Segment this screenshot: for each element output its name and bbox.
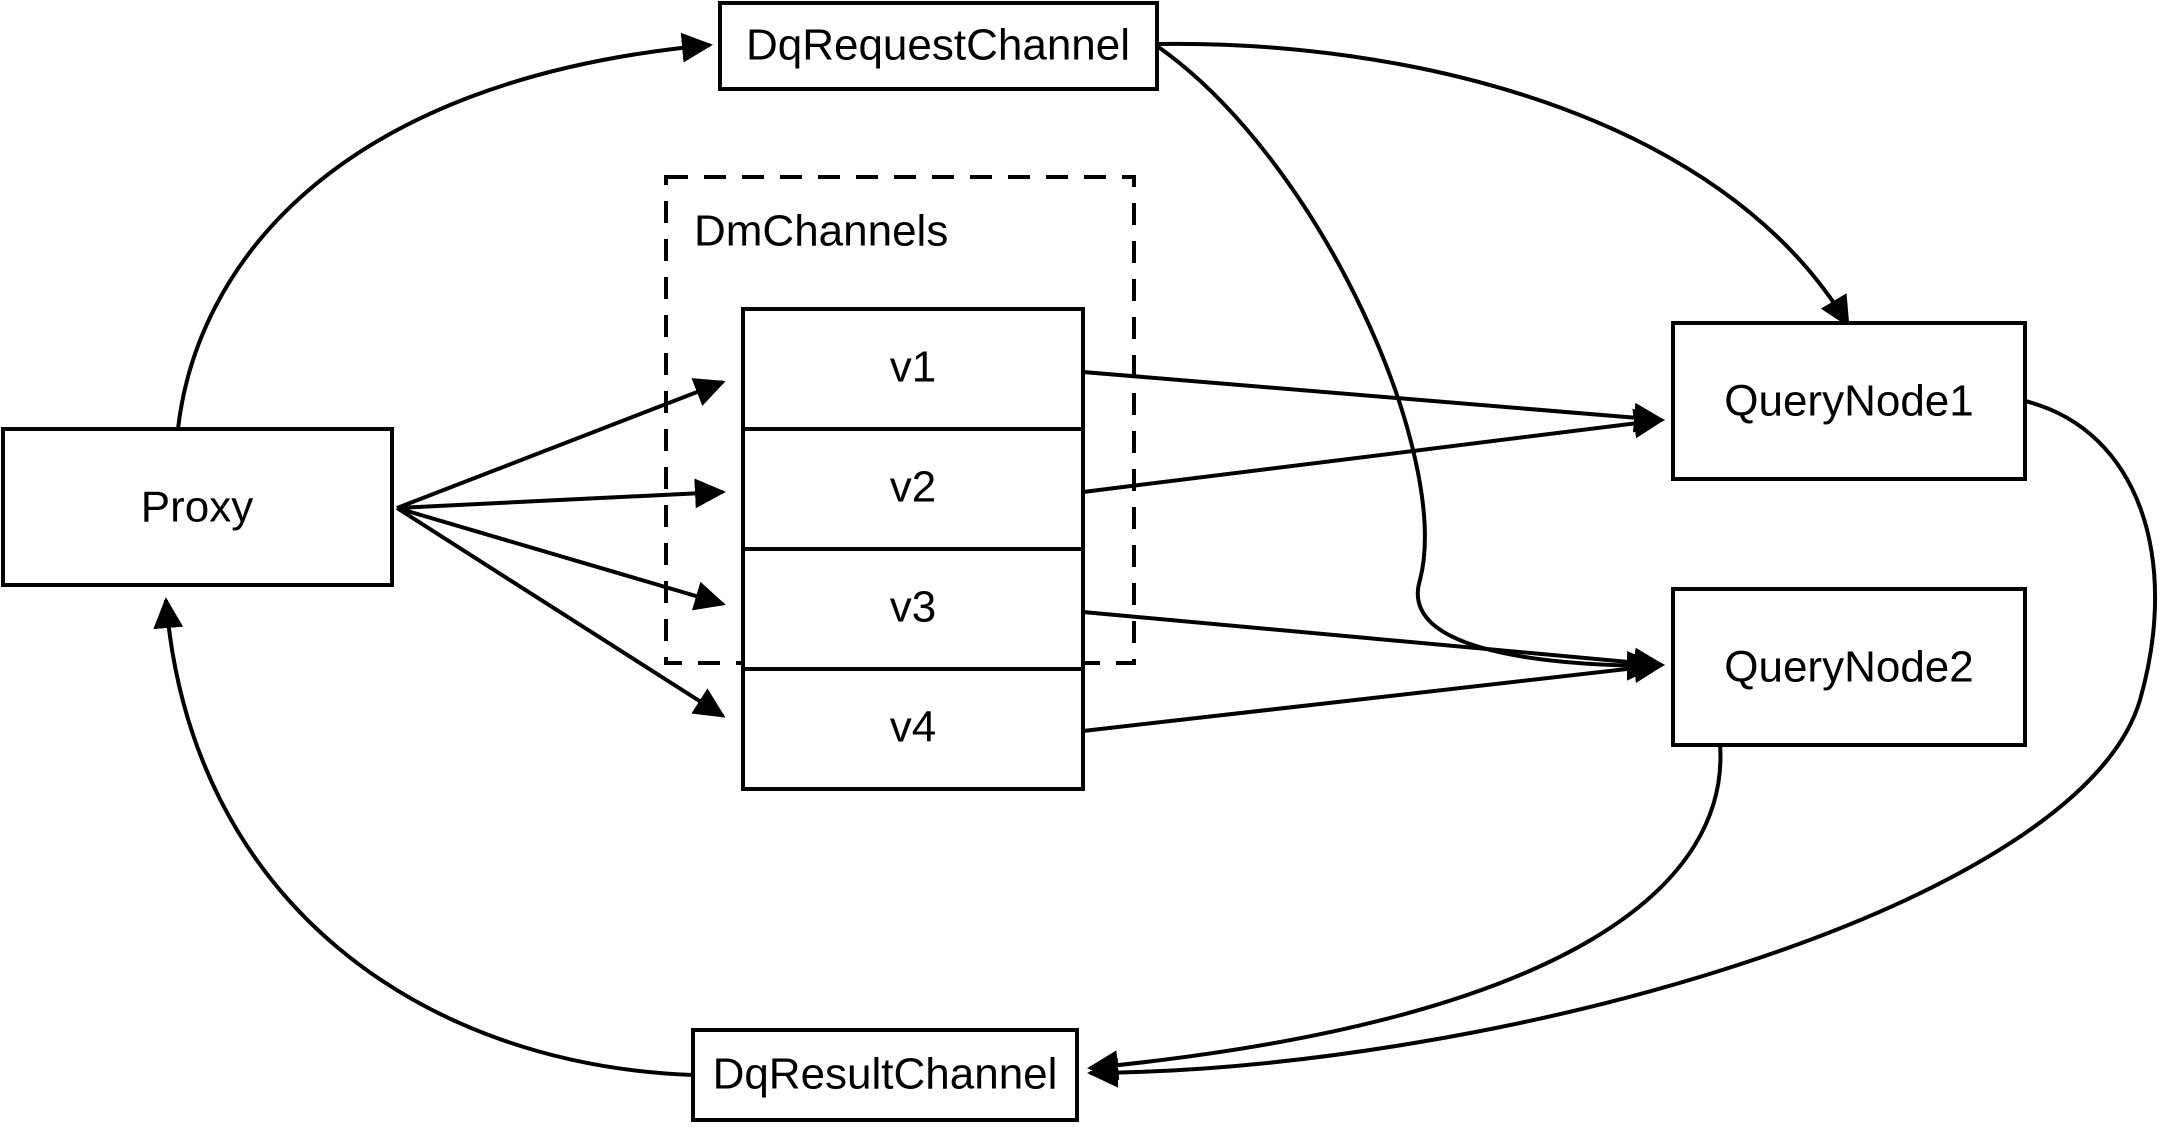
edge-v3-to-querynode2 [1082,610,1665,678]
node-querynode1-label: QueryNode1 [1724,377,1973,426]
node-dqrequestchannel-label: DqRequestChannel [746,21,1130,70]
edge-proxy-to-v2 [396,478,726,510]
dm-channel-row-v2[interactable]: v2 [890,463,936,512]
dmchannels-group: DmChannels [664,175,1136,665]
edge-proxy-to-v3 [396,506,726,611]
edge-v4-to-querynode2 [1082,653,1665,733]
node-querynode1[interactable]: QueryNode1 [1671,321,2027,481]
dmchannels-row-table: v1 v2 v3 v4 [741,307,1085,791]
edge-dqresultchannel-to-proxy [153,597,694,1077]
edge-dqrequestchannel-to-querynode2 [1155,44,1658,681]
edge-v1-to-querynode1 [1082,370,1665,433]
edge-querynode1-to-dqresultchannel [1087,399,2158,1088]
node-dqrequestchannel[interactable]: DqRequestChannel [718,1,1159,91]
node-dqresultchannel-box[interactable] [691,1028,1079,1122]
node-dqresultchannel[interactable]: DqResultChannel [691,1028,1079,1122]
dm-channel-row-v3[interactable]: v3 [890,583,936,632]
node-proxy-box[interactable] [1,427,394,587]
node-proxy-label: Proxy [141,483,253,532]
node-querynode2[interactable]: QueryNode2 [1671,587,2027,747]
edge-proxy-to-v1 [396,378,726,510]
edge-dqrequestchannel-to-querynode1 [1156,41,1850,328]
node-dqresultchannel-label: DqResultChannel [713,1050,1058,1099]
node-querynode1-box[interactable] [1671,321,2027,481]
node-dqrequestchannel-box[interactable] [718,1,1159,91]
edge-proxy-to-v4 [395,506,726,718]
dm-channel-row-v4[interactable]: v4 [890,703,936,752]
node-querynode2-box[interactable] [1671,587,2027,747]
node-proxy[interactable]: Proxy [1,427,394,587]
edge-proxy-to-dqrequestchannel [176,32,713,430]
node-querynode2-label: QueryNode2 [1724,643,1973,692]
edge-querynode2-to-dqresultchannel [1087,743,1723,1081]
edge-v2-to-querynode1 [1082,408,1665,494]
dm-channel-row-v1[interactable]: v1 [890,343,936,392]
dmchannels-group-label: DmChannels [694,207,948,256]
